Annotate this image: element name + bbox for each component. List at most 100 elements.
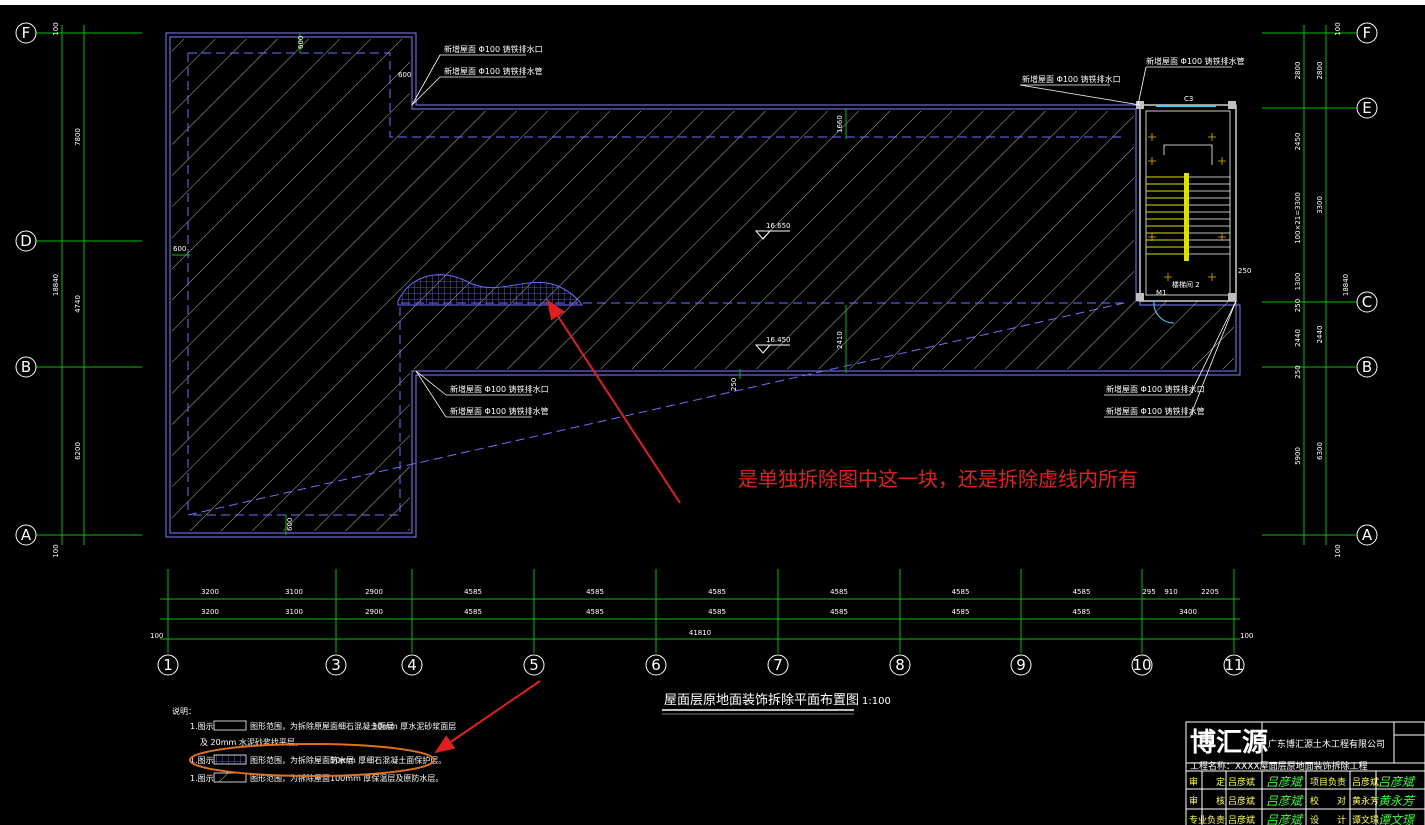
- dim-bottom-2: 4585: [708, 608, 726, 616]
- column-axis-8: [889, 654, 911, 676]
- column-axis-label: 10: [1132, 656, 1151, 674]
- callout-top-left-2: 新增屋面 Φ100 铸铁排水管: [444, 66, 543, 76]
- row-axis-B-left: [15, 356, 37, 378]
- callout-leaders: [411, 54, 1237, 418]
- dim-bottom-2: 4585: [952, 608, 970, 616]
- dim-end-left: 100: [150, 632, 163, 640]
- dim-bottom-2: 4585: [586, 608, 604, 616]
- dim-right-inner: 2800: [1294, 62, 1302, 80]
- dim-bottom-1: 4585: [830, 588, 848, 596]
- svg-text:黄永芳: 黄永芳: [1378, 794, 1416, 808]
- svg-text:600: 600: [173, 245, 186, 253]
- svg-text:600: 600: [297, 36, 305, 49]
- dim-left-end: 100: [52, 544, 60, 557]
- dim-bottom-1: 2205: [1201, 588, 1219, 596]
- dim-end-right: 100: [1240, 632, 1253, 640]
- row-axis-E-right: [1356, 97, 1378, 119]
- row-axis-label: C: [1362, 293, 1372, 311]
- plan-dimensions: 600 600 600 600 1660 2410 250 250 16.650…: [172, 33, 1251, 535]
- row-axis-label: F: [22, 24, 31, 42]
- dim-left-outer: 6200: [74, 442, 82, 460]
- dim-bottom-1: 3100: [285, 588, 303, 596]
- callout-bottom-right-1: 新增屋面 Φ100 铸铁排水口: [1106, 384, 1205, 394]
- dim-bottom-1: 4585: [586, 588, 604, 596]
- row-axis-F-right: [1356, 22, 1378, 44]
- annotation-arrow-2: [434, 680, 541, 754]
- column-axis-label: 9: [1016, 656, 1026, 674]
- svg-text:图形范围，为拆除屋面: 图形范围，为拆除屋面: [250, 773, 330, 783]
- dim-right-outer: 3300: [1316, 196, 1324, 214]
- svg-text:16.450: 16.450: [766, 336, 791, 344]
- dim-bottom-2: 4585: [830, 608, 848, 616]
- row-axis-A-left: [15, 524, 37, 546]
- dim-bottom-2: 3400: [1179, 608, 1197, 616]
- svg-text:图形范围，为拆除屋面防水层: 图形范围，为拆除屋面防水层: [250, 755, 354, 765]
- column-axis-5: [523, 654, 545, 676]
- svg-text:黄永芳: 黄永芳: [1352, 795, 1379, 807]
- dim-bottom-2: 2900: [365, 608, 383, 616]
- dim-total: 41810: [689, 629, 711, 637]
- company-name: 广东博汇源土木工程有限公司: [1268, 738, 1385, 750]
- row-axis-D-left: [15, 230, 37, 252]
- column-axis-9: [1010, 654, 1032, 676]
- legend-highlight-ellipse: [189, 743, 435, 777]
- svg-text:及 20mm 水泥砂浆找平层。: 及 20mm 水泥砂浆找平层。: [200, 737, 303, 747]
- dim-right-end: 100: [1334, 22, 1342, 35]
- svg-text:谭文璟: 谭文璟: [1352, 814, 1379, 825]
- svg-text:专业负责: 专业负责: [1189, 814, 1225, 825]
- annotation-question-text: 是单独拆除图中这一块，还是拆除虚线内所有: [738, 467, 1138, 491]
- svg-text:校 对: 校 对: [1310, 795, 1346, 807]
- cad-drawing-canvas[interactable]: 600 600 600 600 1660 2410 250 250 16.650…: [0, 5, 1425, 825]
- callout-top-right-2: 新增屋面 Φ100 铸铁排水管: [1146, 56, 1245, 66]
- drawing-scale: 1:100: [862, 696, 891, 707]
- drawing-title: 屋面层原地面装饰拆除平面布置图: [664, 693, 859, 708]
- dim-right-outer: 2440: [1316, 326, 1324, 344]
- row-axis-label: B: [21, 358, 31, 376]
- svg-text:吕彦斌: 吕彦斌: [1228, 795, 1255, 807]
- callout-top-right-1: 新增屋面 Φ100 铸铁排水口: [1022, 74, 1121, 84]
- dim-right-outer: 6300: [1316, 442, 1324, 460]
- dim-bottom-2: 3200: [201, 608, 219, 616]
- dim-bottom-2: 3100: [285, 608, 303, 616]
- svg-text:图形范围，为拆除原屋面细石混凝土面层: 图形范围，为拆除原屋面细石混凝土面层: [250, 721, 394, 731]
- svg-text:1660: 1660: [836, 115, 844, 133]
- row-axis-label: B: [1362, 358, 1372, 376]
- column-axis-11: [1223, 654, 1245, 676]
- svg-text:250: 250: [730, 378, 738, 391]
- svg-text:1.图示: 1.图示: [190, 774, 214, 783]
- dim-bottom-2: 4585: [1073, 608, 1091, 616]
- svg-text:吕彦斌: 吕彦斌: [1228, 814, 1255, 825]
- svg-text:M1: M1: [1156, 289, 1167, 297]
- callout-mid-left-1: 新增屋面 Φ100 铸铁排水口: [450, 384, 549, 394]
- stair-flights: [1146, 176, 1230, 255]
- row-axis-A-right: [1356, 524, 1378, 546]
- svg-text:600: 600: [398, 71, 411, 79]
- column-axis-4: [401, 654, 423, 676]
- dim-right-inner: 2440: [1294, 329, 1302, 347]
- dim-right-inner: 2450: [1294, 133, 1302, 151]
- row-axis-B-right: [1356, 356, 1378, 378]
- callout-bottom-right-2: 新增屋面 Φ100 铸铁排水管: [1106, 406, 1205, 416]
- dim-right-inner: 250: [1294, 365, 1302, 378]
- dim-right-total: 18840: [1342, 274, 1350, 296]
- dim-right-inner: 100×21=3300: [1294, 192, 1302, 244]
- callout-mid-left-2: 新增屋面 Φ100 铸铁排水管: [450, 406, 549, 416]
- dim-right-inner: 250: [1294, 299, 1302, 312]
- svg-text:谭文璟: 谭文璟: [1378, 813, 1416, 825]
- svg-text:吕彦斌: 吕彦斌: [1352, 776, 1379, 788]
- svg-text:工程名称：XXXX屋面层原地面装饰拆除工程: 工程名称：XXXX屋面层原地面装饰拆除工程: [1190, 760, 1368, 772]
- annotation-arrow-1: [546, 299, 681, 504]
- column-axis-label: 8: [895, 656, 905, 674]
- roof-plan[interactable]: [165, 32, 1241, 538]
- dim-bottom-1: 910: [1164, 588, 1177, 596]
- grid-patch-area[interactable]: [397, 274, 583, 306]
- dim-right-inner: 5900: [1294, 447, 1302, 465]
- svg-text:项目负责: 项目负责: [1310, 776, 1346, 788]
- dim-left-outer: 4740: [74, 295, 82, 313]
- dim-right-outer: 2800: [1316, 62, 1324, 80]
- legend: 说明： 1.图示 图形范围，为拆除原屋面细石混凝土面层 30mm 厚水泥砂浆面层…: [172, 706, 456, 783]
- column-axis-label: 4: [407, 656, 417, 674]
- row-axis-label: A: [21, 526, 32, 544]
